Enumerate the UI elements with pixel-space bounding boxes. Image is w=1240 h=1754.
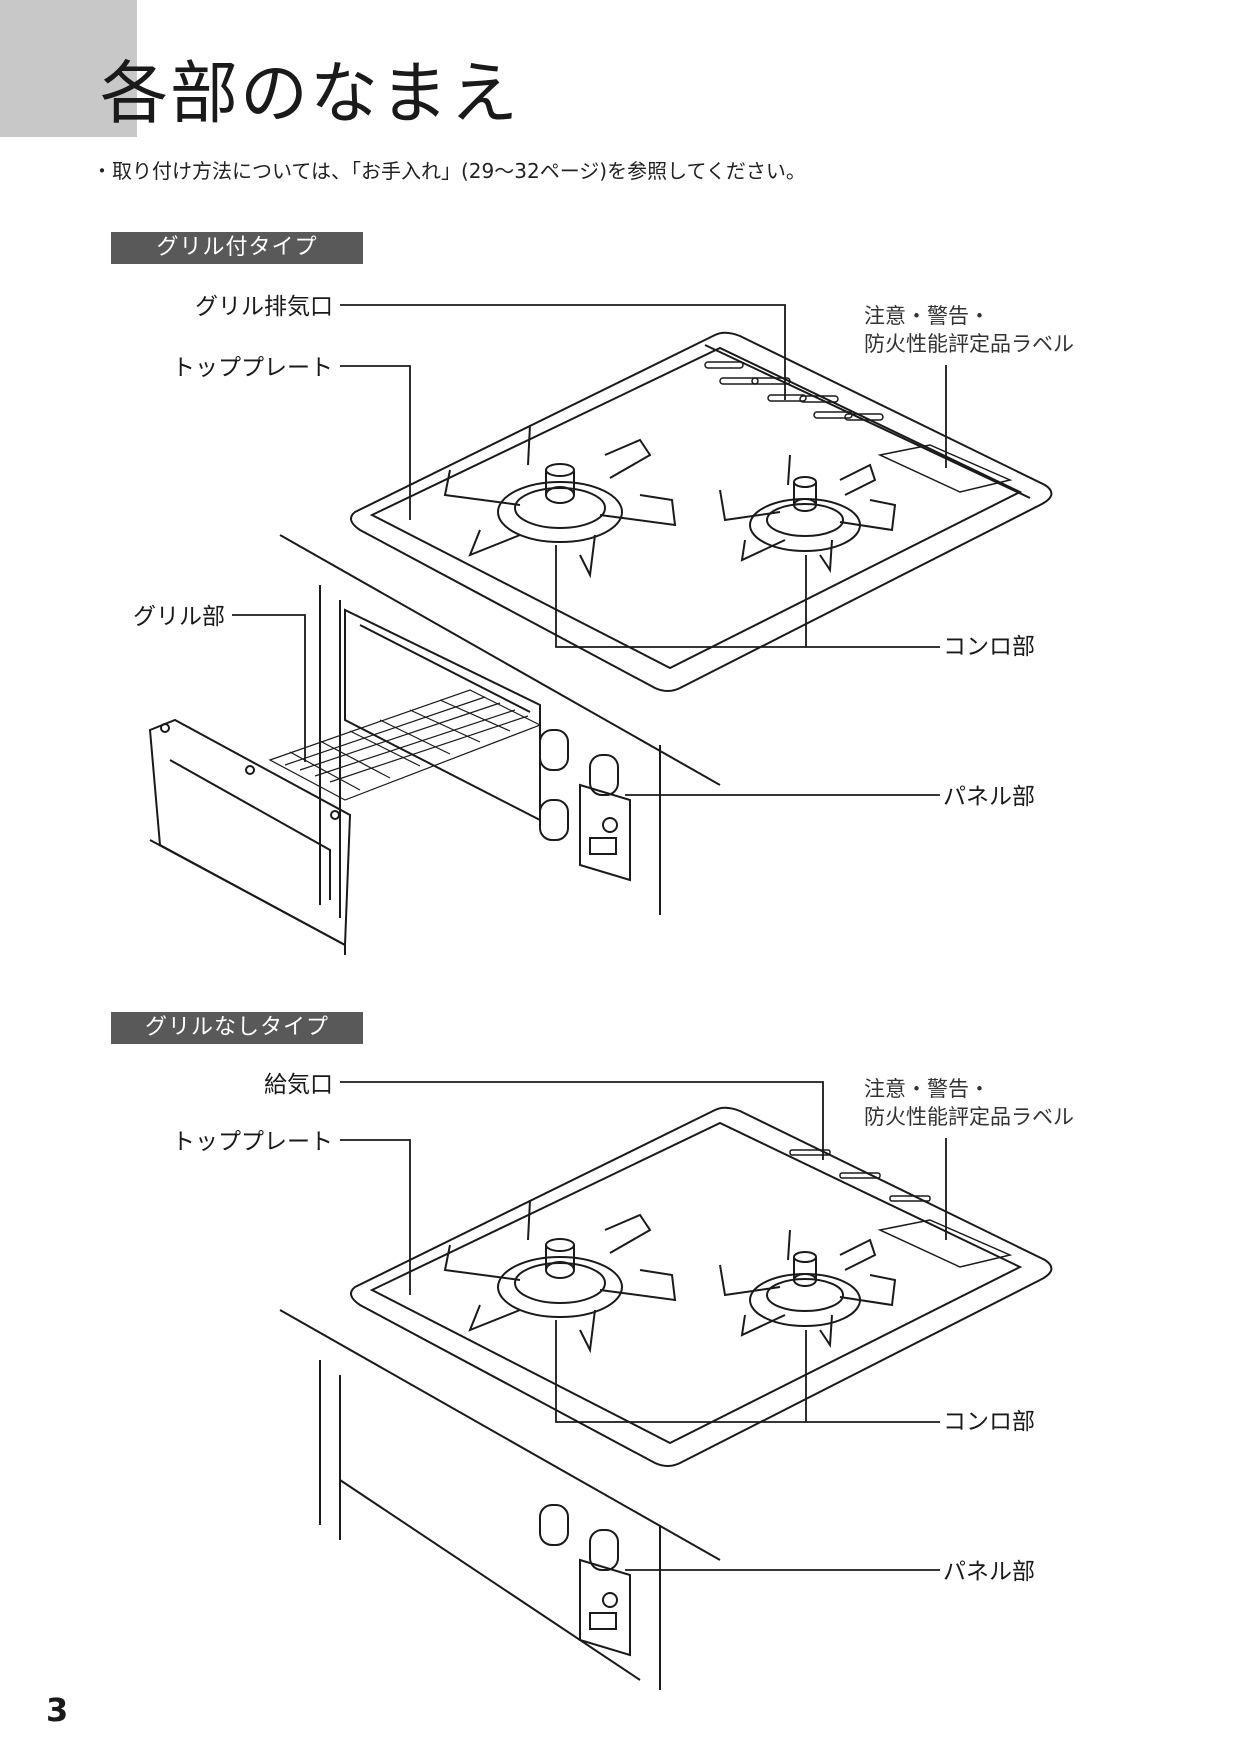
leader-lines-no-grill — [340, 1081, 947, 1571]
top-plate — [350, 331, 1053, 692]
section-tab-no-grill-type: グリルなしタイプ — [111, 1012, 363, 1044]
control-panel — [539, 729, 631, 882]
right-burner-2 — [719, 1229, 897, 1349]
left-burner — [443, 424, 677, 579]
label-warning-line1: 注意・警告・ — [864, 304, 990, 328]
label-panel-2: パネル部 — [943, 1559, 1035, 1585]
label-top-plate: トッププレート — [172, 355, 333, 381]
right-burner — [719, 454, 897, 574]
installation-note: ・取り付け方法については、「お手入れ」(29〜32ページ)を参照してください。 — [92, 159, 806, 183]
page-title: 各部のなまえ — [100, 55, 521, 134]
page-number: 3 — [46, 1691, 69, 1729]
label-panel: パネル部 — [943, 784, 1035, 810]
label-air-intake: 給気口 — [264, 1072, 333, 1098]
section-tab-grill-type: グリル付タイプ — [111, 232, 363, 264]
label-warning-line2: 防火性能評定品ラベル — [864, 332, 1074, 356]
label-warning-line1-2: 注意・警告・ — [864, 1077, 990, 1101]
label-grill-exhaust: グリル排気口 — [195, 294, 333, 320]
counter-outline-2 — [279, 1309, 721, 1690]
left-burner-2 — [443, 1199, 677, 1354]
label-top-plate-2: トッププレート — [172, 1129, 333, 1155]
corner-decoration — [0, 0, 137, 137]
label-burner-2: コンロ部 — [943, 1409, 1035, 1435]
leader-lines-grill — [232, 304, 947, 796]
label-burner: コンロ部 — [943, 634, 1035, 660]
control-panel-2 — [539, 1504, 631, 1657]
counter-outline — [279, 534, 721, 918]
top-plate-2 — [350, 1106, 1053, 1467]
label-grill-part: グリル部 — [133, 604, 225, 630]
label-warning-line2-2: 防火性能評定品ラベル — [864, 1105, 1074, 1129]
